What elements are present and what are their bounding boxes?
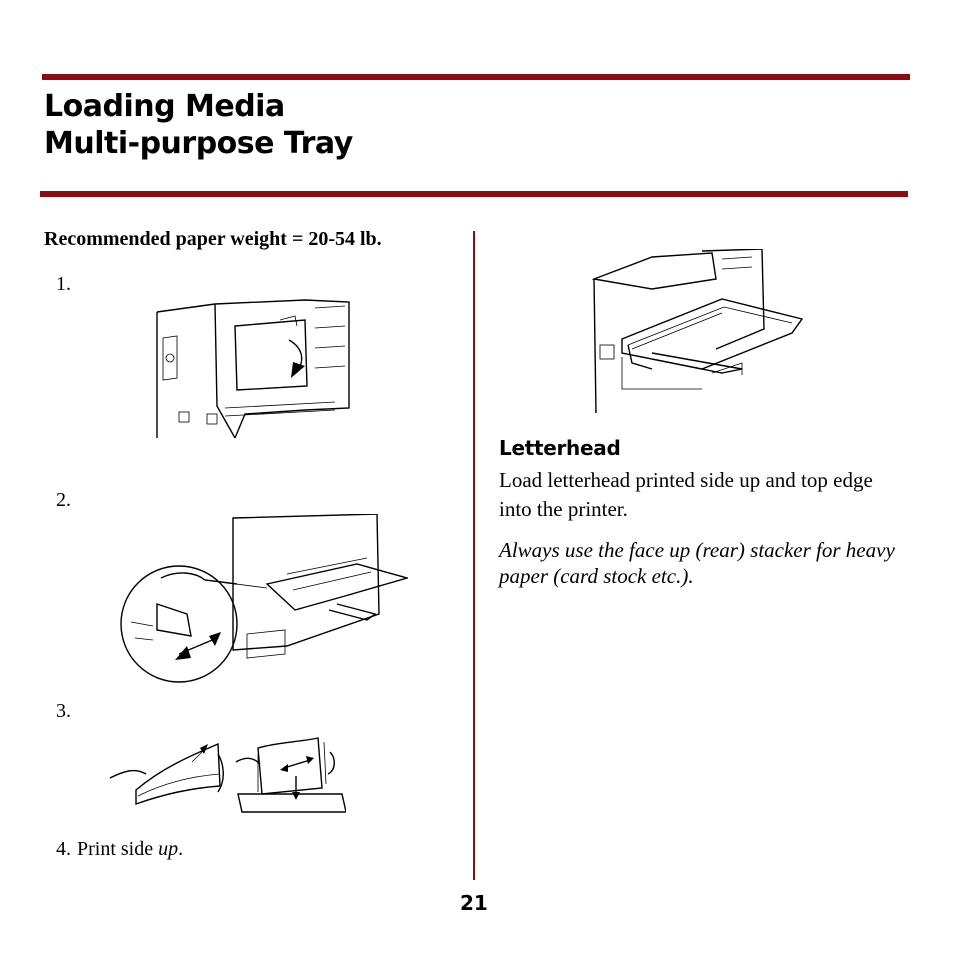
paper-weight-note: Recommended paper weight = 20-54 lb.: [44, 228, 382, 250]
column-divider: [473, 231, 475, 880]
step-3-illustration: [108, 734, 346, 834]
header-top-rule: [42, 74, 910, 80]
step-4-text-emphasis: up: [158, 838, 179, 860]
step-2-illustration: [117, 514, 408, 686]
page-title-line1: Loading Media: [44, 89, 285, 124]
step-1-number: 1.: [56, 273, 71, 295]
step-1-illustration: [155, 298, 351, 440]
step-4-text-suffix: .: [178, 838, 184, 860]
letterhead-instruction: Load letterhead printed side up and top …: [499, 468, 873, 521]
step-4-number: 4.: [56, 838, 71, 860]
letterhead-illustration: [592, 249, 804, 417]
header-bottom-rule: [40, 191, 908, 197]
page-number: 21: [460, 891, 488, 915]
page-title-line2: Multi-purpose Tray: [44, 126, 353, 161]
letterhead-subheading: Letterhead: [499, 436, 621, 460]
step-2-number: 2.: [56, 489, 71, 511]
step-3-number: 3.: [56, 700, 71, 722]
heavy-paper-note: Always use the face up (rear) stacker fo…: [499, 538, 895, 588]
step-4: 4. Print side up.: [56, 838, 183, 861]
step-4-text-prefix: Print side: [77, 838, 159, 860]
page-title: Loading Media Multi-purpose Tray: [44, 88, 353, 162]
